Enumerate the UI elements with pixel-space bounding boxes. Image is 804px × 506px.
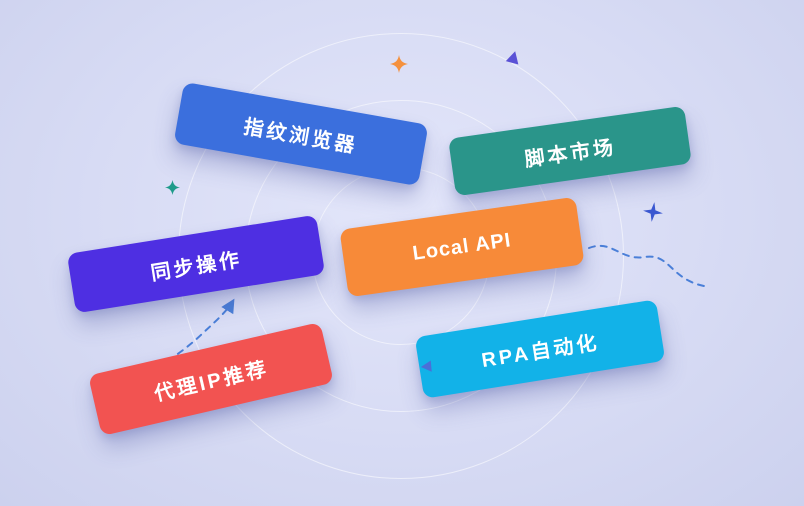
feature-card-label: 指纹浏览器 xyxy=(242,115,360,158)
sparkle-teal-icon xyxy=(165,180,180,195)
feature-card-label: 脚本市场 xyxy=(523,136,618,171)
feature-card-label: 同步操作 xyxy=(149,248,244,285)
feature-card-label: RPA自动化 xyxy=(480,331,601,372)
sparkle-orange-icon xyxy=(390,55,408,73)
feature-card-label: 代理IP推荐 xyxy=(152,357,271,406)
feature-card-label: Local API xyxy=(411,228,513,265)
triangle-blue-icon xyxy=(419,359,433,373)
star-blue-icon xyxy=(642,201,665,224)
triangle-purple-icon xyxy=(504,48,522,66)
